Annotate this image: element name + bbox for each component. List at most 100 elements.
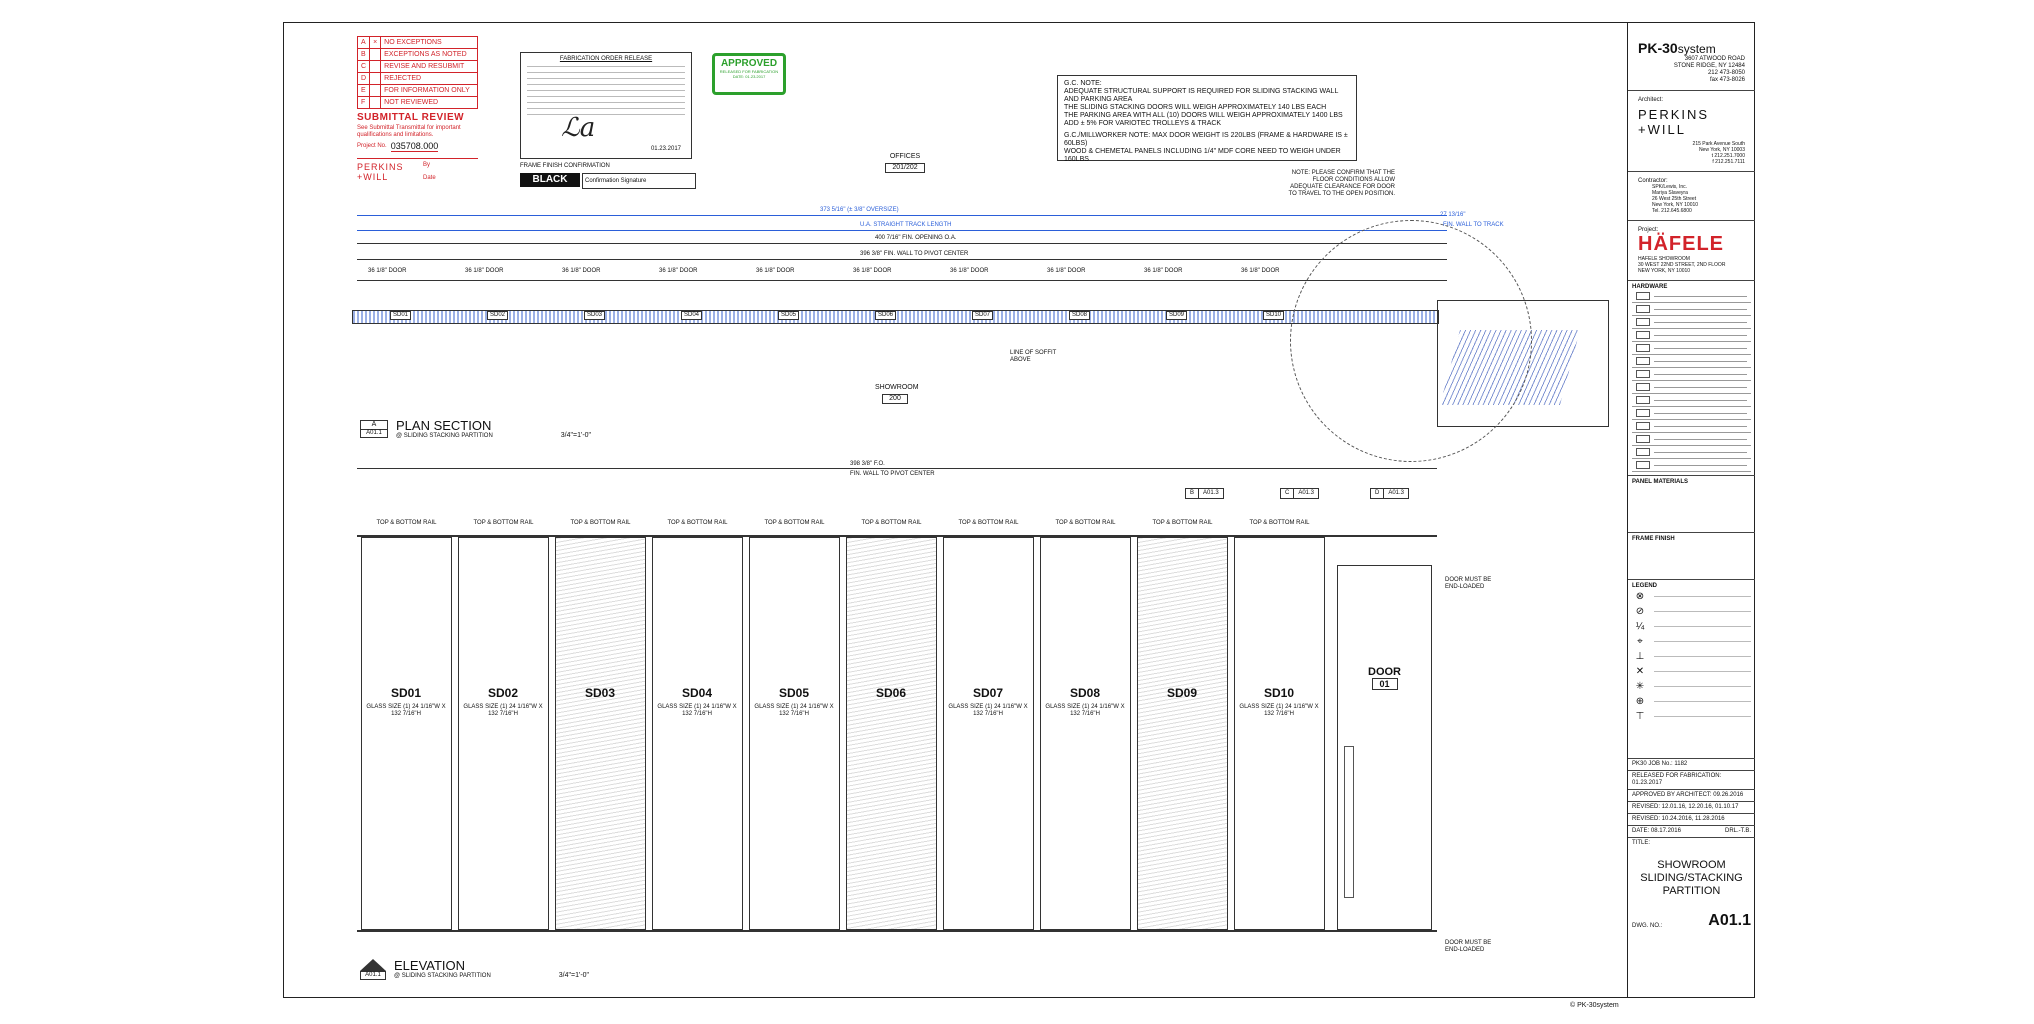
tb-arch-addr-line: f 212.251.7111: [1712, 159, 1745, 165]
plan-door-dim: 36 1/8" DOOR: [1241, 268, 1280, 274]
hardware-line: [1654, 308, 1747, 310]
hardware-row: [1632, 368, 1751, 381]
fab-date: 01.23.2017: [650, 146, 681, 152]
legend-row: ⊤: [1632, 709, 1751, 724]
tb-frame-finish: FRAME FINISH: [1632, 536, 1675, 542]
hardware-row: [1632, 355, 1751, 368]
plan-door-dim: 36 1/8" DOOR: [659, 268, 698, 274]
tb-project-label: Project:: [1638, 227, 1659, 233]
elevation-rail-label: TOP & BOTTOM RAIL: [1249, 520, 1310, 526]
elevation-rail-label: TOP & BOTTOM RAIL: [958, 520, 1019, 526]
hardware-row: [1632, 394, 1751, 407]
hardware-line: [1654, 451, 1747, 453]
mill-note-line: WOOD & CHEMETAL PANELS INCLUDING 1/4" MD…: [1064, 148, 1341, 163]
hardware-row: [1632, 329, 1751, 342]
legend-symbol-icon: ✳: [1635, 681, 1645, 692]
callout-code: B: [1186, 489, 1200, 498]
showroom-label: SHOWROOM: [875, 384, 919, 391]
plan-dim-pivot: 396 3/8" FIN. WALL TO PIVOT CENTER: [860, 251, 969, 257]
top-rail: [357, 535, 1437, 537]
gc-note-title: G.C. NOTE:: [1064, 80, 1102, 87]
hardware-code-box: [1636, 409, 1650, 417]
legend-line: [1654, 686, 1751, 687]
elev-title-sheet: A01.1: [360, 970, 386, 980]
plan-door-dim: 36 1/8" DOOR: [1047, 268, 1086, 274]
tb-address-line: STONE RIDGE, NY 12484: [1673, 63, 1745, 69]
tb-contractor-line: Tel. 212.645.6800: [1652, 208, 1692, 214]
plan-dim-wall-label: FIN. WALL TO TRACK: [1443, 222, 1504, 228]
hardware-row: [1632, 342, 1751, 355]
elevation-panel-name: SD01: [390, 686, 422, 700]
plan-panel-tag: SD06: [875, 311, 897, 320]
legend-line: [1654, 626, 1751, 627]
elev-subtitle: @ SLIDING STACKING PARTITION: [394, 973, 491, 979]
glass-size-note: GLASS SIZE (1) 24 1/16"W X 132 7/16"H: [948, 704, 1028, 717]
door-note-bottom: DOOR MUST BE END-LOADED: [1445, 940, 1492, 953]
legend-row: ⊘: [1632, 604, 1751, 619]
gc-note: G.C. NOTE: ADEQUATE STRUCTURAL SUPPORT I…: [1057, 75, 1357, 163]
tb-architect-label: Architect:: [1638, 97, 1664, 103]
stamp-label: REJECTED: [380, 72, 479, 85]
hardware-row: [1632, 459, 1751, 472]
hardware-line: [1654, 360, 1747, 362]
elevation-rail-label: TOP & BOTTOM RAIL: [1055, 520, 1116, 526]
hardware-row: [1632, 303, 1751, 316]
approved-date: DATE: 01.23.2017: [732, 74, 766, 79]
plan-dim-track: 373 5/16" (± 3/8" OVERSIZE): [820, 207, 899, 213]
tb-title-label: TITLE:: [1632, 840, 1651, 846]
door-number: 01: [1371, 678, 1398, 690]
legend-line: [1654, 701, 1751, 702]
plan-dim-track-label: U.A. STRAIGHT TRACK LENGTH: [860, 222, 952, 228]
tb-panel-materials: PANEL MATERIALS: [1632, 479, 1689, 485]
project-no-label: Project No.: [357, 143, 387, 149]
plan-panel-tag: SD02: [487, 311, 509, 320]
glass-size-note: GLASS SIZE (1) 24 1/16"W X 132 7/16"H: [463, 704, 543, 717]
callout-code: D: [1371, 489, 1385, 498]
hardware-code-box: [1636, 305, 1650, 313]
hardware-code-box: [1636, 292, 1650, 300]
door-label: DOOR: [1368, 666, 1401, 678]
glass-size-note: GLASS SIZE (1) 24 1/16"W X 132 7/16"H: [1045, 704, 1125, 717]
plan-door-dim: 36 1/8" DOOR: [853, 268, 892, 274]
fabrication-release: FABRICATION ORDER RELEASE ℒa 01.23.2017: [520, 52, 692, 159]
plan-panel-tag: SD07: [972, 311, 994, 320]
approved-stamp: APPROVED RELEASED FOR FABRICATION DATE: …: [712, 53, 786, 95]
hardware-line: [1654, 295, 1747, 297]
hardware-code-box: [1636, 435, 1650, 443]
hardware-code-box: [1636, 422, 1650, 430]
callout-sheet: A01.3: [1388, 490, 1405, 496]
tb-revised2: REVISED: 10.24.2016, 11.28.2016: [1628, 814, 1755, 826]
project-no: 035708.000: [390, 141, 439, 152]
hardware-line: [1654, 438, 1747, 440]
elevation-panel-name: SD07: [972, 686, 1004, 700]
legend-symbol-icon: ✕: [1635, 666, 1645, 677]
hardware-line: [1654, 347, 1747, 349]
stamp-mark: [369, 72, 382, 85]
copyright: © PK-30system: [1570, 1002, 1619, 1009]
elevation-rail-label: TOP & BOTTOM RAIL: [570, 520, 631, 526]
stamp-by: By: [423, 162, 431, 168]
stamp-date: Date: [423, 175, 436, 181]
tb-address-line: 212 473-8050: [1707, 70, 1745, 76]
hardware-code-box: [1636, 357, 1650, 365]
elevation-rail-label: TOP & BOTTOM RAIL: [376, 520, 437, 526]
legend-symbol-icon: ¼: [1635, 621, 1645, 632]
tb-brand2: system: [1677, 42, 1716, 56]
plan-door-dim: 36 1/8" DOOR: [950, 268, 989, 274]
glass-size-note: GLASS SIZE (1) 24 1/16"W X 132 7/16"H: [657, 704, 737, 717]
glass-size-note: GLASS SIZE (1) 24 1/16"W X 132 7/16"H: [366, 704, 446, 717]
tb-drawn: DRL.-T.B.: [1724, 828, 1751, 834]
tb-arch-addr-line: t 212.251.7000: [1711, 153, 1745, 159]
tb-revised1: REVISED: 12.01.16, 12.20.16, 01.10.17: [1628, 802, 1755, 814]
stamp-mark: ×: [369, 36, 382, 49]
hardware-line: [1654, 425, 1747, 427]
legend-row: ¼: [1632, 619, 1751, 634]
